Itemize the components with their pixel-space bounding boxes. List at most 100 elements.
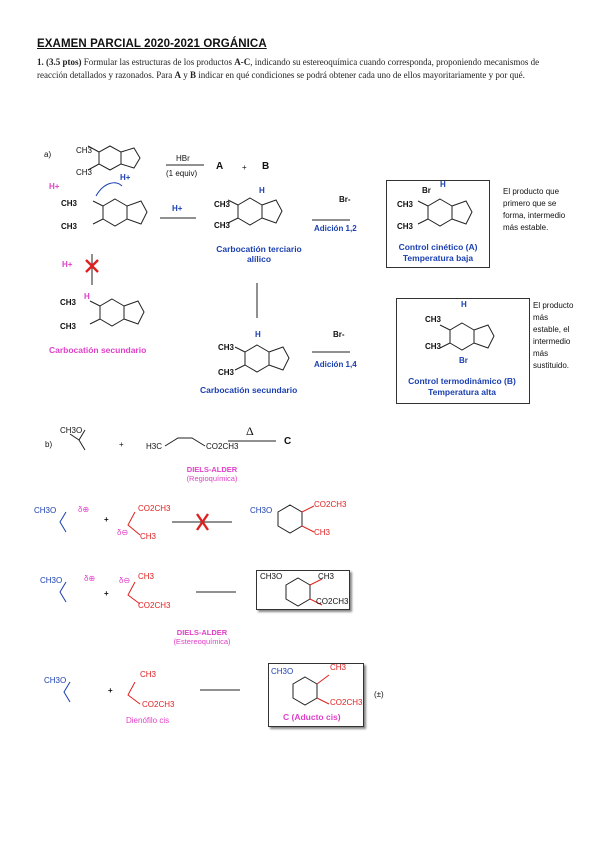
indane-product-b — [439, 322, 495, 351]
br-label: Br — [459, 356, 468, 365]
diels-alder-title: DIELS-ALDER — [186, 465, 238, 474]
ch3o-label: CH3O — [60, 426, 83, 435]
diels-alder-title: DIELS-ALDER — [176, 628, 228, 637]
diene-regio-1 — [59, 511, 67, 533]
question-number: 1. — [37, 57, 44, 67]
h-label: H — [84, 292, 90, 301]
page-title: EXAMEN PARCIAL 2020-2021 ORGÁNICA — [37, 38, 267, 50]
carbocation-tertiary-line1: Carbocatión terciario — [216, 244, 302, 254]
ch3-label: CH3 — [60, 298, 77, 307]
diene-stereo — [63, 681, 71, 703]
product-b-letter: B — [262, 161, 270, 172]
note-line: más — [533, 313, 549, 322]
indane-reactant-a — [87, 145, 141, 171]
kinetic-control-label: Control cinético (A) Temperatura baja — [388, 242, 488, 264]
ch3-label: CH3 — [76, 146, 93, 155]
indane-protonation — [92, 198, 148, 227]
ch3-label: CH3 — [330, 663, 347, 672]
h-label: H — [440, 180, 446, 189]
co2ch3-label: CO2CH3 — [138, 504, 171, 513]
part-a-label: a) — [44, 150, 52, 159]
ch3-label: CH3 — [140, 670, 157, 679]
note-line: El producto que — [503, 187, 560, 196]
regio-subtitle: (Regioquímica) — [186, 474, 238, 483]
ch3-label: CH3 — [214, 200, 231, 209]
addition-12-label: Adición 1,2 — [314, 224, 357, 233]
note-line: más — [533, 349, 549, 358]
co2ch3-label: CO2CH3 — [316, 597, 349, 606]
ch3-label: CH3 — [397, 200, 414, 209]
ch3o-label: CH3O — [34, 506, 57, 515]
ch3-label: CH3 — [318, 572, 335, 581]
dienophile-regio-2 — [127, 581, 141, 605]
note-line: estable, el — [533, 325, 570, 334]
kinetic-line2: Temperatura baja — [402, 253, 474, 263]
stereo-subtitle: (Estereoquímica) — [173, 637, 231, 646]
plus-sign: + — [119, 440, 124, 449]
delta-minus: δ⊖ — [117, 528, 129, 537]
dienophile-regio-1 — [127, 511, 141, 536]
plus-sign: + — [242, 163, 247, 172]
h3c-label: H3C — [146, 442, 163, 451]
ch3-label: CH3 — [425, 342, 442, 351]
proton-label: H+ — [120, 173, 131, 182]
br-label: Br — [422, 186, 431, 195]
delta-symbol: Δ — [246, 424, 254, 438]
co2ch3-label: CO2CH3 — [206, 442, 239, 451]
question-text-2: , indicando su estereoquímica cuando cor… — [37, 57, 540, 80]
ch3-label: CH3 — [61, 222, 78, 231]
thermo-line2: Temperatura alta — [428, 387, 496, 397]
plus-sign: + — [104, 589, 109, 598]
question-text-1: Formular las estructuras de los producto… — [81, 57, 235, 67]
ch3o-label: CH3O — [44, 676, 67, 685]
diene-b — [69, 429, 86, 451]
carbocation-tertiary-line2: alílico — [246, 254, 272, 264]
ch3-label: CH3 — [140, 532, 157, 541]
indane-cation-secondary-left — [89, 298, 145, 327]
delta-minus: δ⊖ — [119, 576, 131, 585]
bromide-label: Br- — [339, 195, 351, 204]
co2ch3-label: CO2CH3 — [142, 700, 175, 709]
question-points: (3.5 ptos) — [46, 57, 82, 67]
ch3o-label: CH3O — [250, 506, 273, 515]
note-line: forma, intermedio — [503, 211, 566, 220]
ch3-label: CH3 — [218, 343, 235, 352]
question-b: B — [189, 70, 196, 80]
co2ch3-label: CO2CH3 — [330, 698, 363, 707]
ch3o-label: CH3O — [260, 572, 283, 581]
h-label: H — [461, 300, 467, 309]
ch3-label: CH3 — [218, 368, 235, 377]
note-line: intermedio — [533, 337, 571, 346]
adduct-box — [268, 663, 364, 727]
kinetic-line1: Control cinético (A) — [398, 242, 478, 252]
addition-14-label: Adición 1,4 — [314, 360, 357, 369]
ch3-label: CH3 — [425, 315, 442, 324]
thermo-line1: Control termodinámico (B) — [408, 376, 516, 386]
note-kinetic: El producto que primero que se forma, in… — [503, 186, 565, 234]
h-label: H — [259, 186, 265, 195]
product-regio-1 — [277, 504, 303, 534]
ch3-label: CH3 — [61, 199, 78, 208]
reagent-equiv: (1 equiv) — [166, 169, 198, 178]
dienophile-cis-label: Dienófilo cis — [126, 716, 170, 725]
dienophile-b — [164, 437, 206, 447]
ch3-label: CH3 — [60, 322, 77, 331]
delta-plus: δ⊕ — [84, 574, 96, 583]
product-a-box — [386, 180, 490, 268]
h-label: H — [255, 330, 261, 339]
ch3-label: CH3 — [214, 221, 231, 230]
question-text-3: indicar en qué condiciones se podrá obte… — [195, 70, 525, 80]
note-line: primero que se — [503, 199, 557, 208]
dienophile-stereo — [127, 681, 141, 705]
product-b-box — [396, 298, 530, 404]
indane-product-a — [417, 198, 473, 227]
thermo-control-label: Control termodinámico (B) Temperatura al… — [397, 376, 527, 398]
proton-label: H+ — [62, 260, 73, 269]
question-a: A — [174, 70, 181, 80]
note-line: sustituido. — [533, 361, 570, 370]
delta-plus: δ⊕ — [78, 505, 90, 514]
product-a-letter: A — [216, 161, 224, 172]
racemic-label: (±) — [374, 690, 384, 699]
ch3-label: CH3 — [76, 168, 93, 177]
ch3-label: CH3 — [314, 528, 331, 537]
